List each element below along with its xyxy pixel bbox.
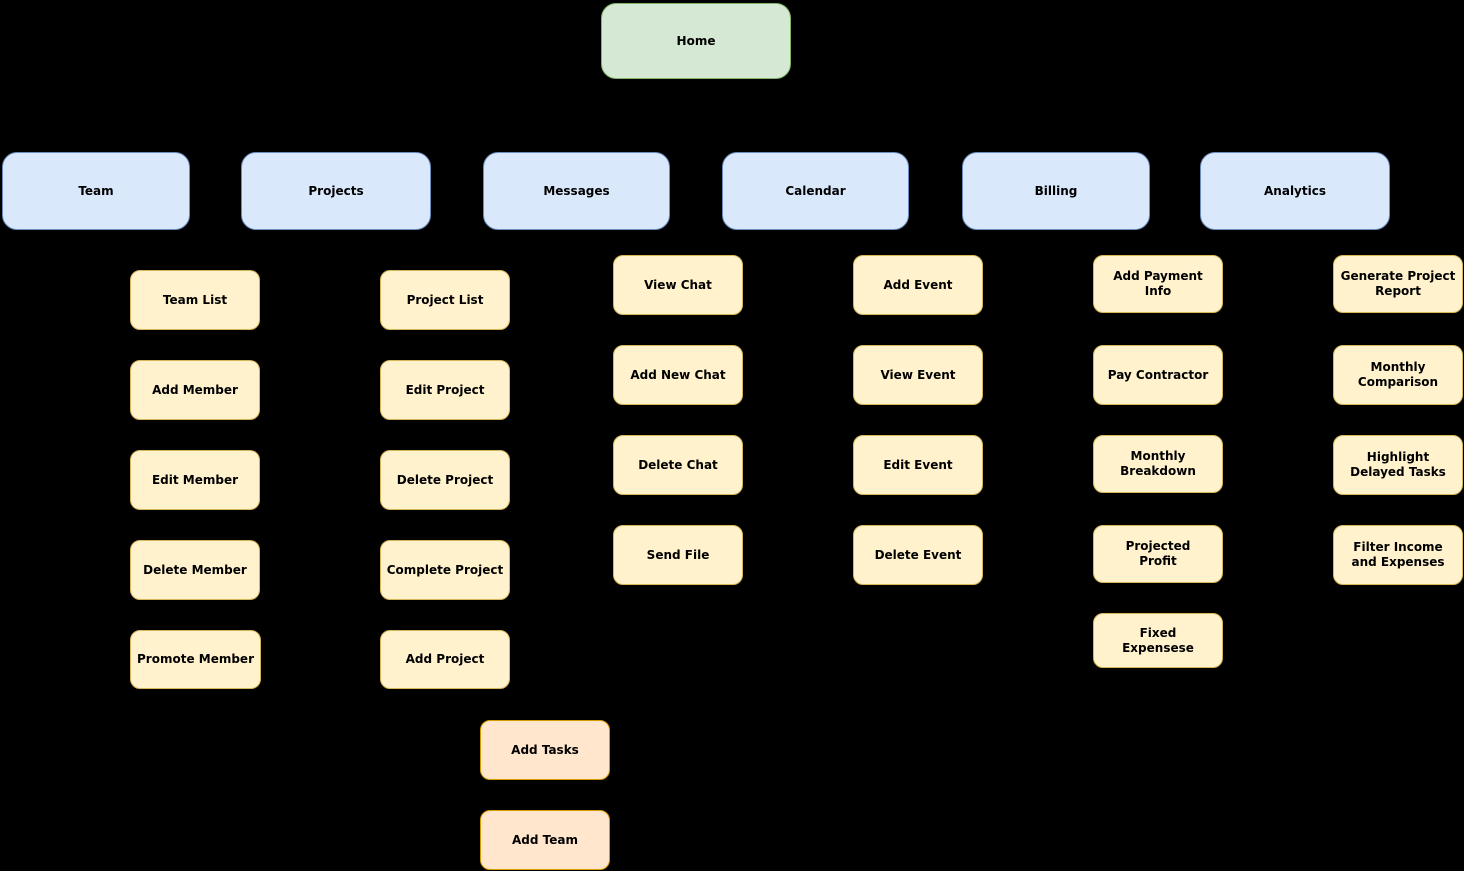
node-add-tasks-label: Add Tasks — [511, 742, 579, 757]
node-view-chat: View Chat — [613, 255, 743, 315]
node-add-event-label: Add Event — [883, 277, 953, 292]
node-fixed-expensese-label: Fixed Expensese — [1122, 625, 1194, 655]
node-projects: Projects — [241, 152, 431, 230]
node-delete-chat-label: Delete Chat — [638, 457, 718, 472]
node-complete-project-label: Complete Project — [386, 562, 504, 577]
node-add-member: Add Member — [130, 360, 260, 420]
node-delete-member: Delete Member — [130, 540, 260, 600]
node-delete-event-label: Delete Event — [874, 547, 962, 562]
node-project-list: Project List — [380, 270, 510, 330]
node-view-chat-label: View Chat — [644, 277, 712, 292]
node-view-event: View Event — [853, 345, 983, 405]
node-monthly-comparison: Monthly Comparison — [1333, 345, 1463, 405]
node-add-member-label: Add Member — [152, 382, 238, 397]
node-edit-project: Edit Project — [380, 360, 510, 420]
node-calendar-label: Calendar — [785, 183, 846, 198]
node-analytics: Analytics — [1200, 152, 1390, 230]
node-projects-label: Projects — [308, 183, 364, 198]
node-add-team-label: Add Team — [512, 832, 578, 847]
node-project-list-label: Project List — [406, 292, 484, 307]
node-projected-profit-label: Projected Profit — [1125, 539, 1191, 568]
node-complete-project: Complete Project — [380, 540, 510, 600]
node-generate-project-report: Generate Project Report — [1333, 255, 1463, 313]
node-add-tasks: Add Tasks — [480, 720, 610, 780]
node-edit-project-label: Edit Project — [405, 382, 485, 397]
node-messages-label: Messages — [543, 183, 610, 198]
node-add-project-label: Add Project — [405, 652, 485, 666]
node-delete-member-label: Delete Member — [143, 562, 247, 577]
node-analytics-label: Analytics — [1264, 183, 1326, 198]
node-calendar: Calendar — [722, 152, 909, 230]
node-edit-member: Edit Member — [130, 450, 260, 510]
node-add-event: Add Event — [853, 255, 983, 315]
node-messages: Messages — [483, 152, 670, 230]
node-monthly-breakdown: Monthly Breakdown — [1093, 435, 1223, 493]
node-add-project: Add Project — [380, 630, 510, 689]
node-view-event-label: View Event — [880, 367, 956, 382]
node-team-list-label: Team List — [162, 292, 228, 307]
node-promote-member: Promote Member — [130, 630, 261, 689]
node-highlight-delayed-tasks-label: Highlight Delayed Tasks — [1350, 450, 1446, 479]
node-filter-income-expenses-label: Filter Income and Expenses — [1351, 540, 1445, 569]
node-delete-chat: Delete Chat — [613, 435, 743, 495]
node-filter-income-expenses: Filter Income and Expenses — [1333, 525, 1463, 585]
node-add-payment-info: Add Payment Info — [1093, 255, 1223, 313]
node-home: Home — [601, 3, 791, 79]
node-add-team: Add Team — [480, 810, 610, 870]
node-highlight-delayed-tasks: Highlight Delayed Tasks — [1333, 435, 1463, 495]
node-team: Team — [2, 152, 190, 230]
node-pay-contractor-label: Pay Contractor — [1107, 367, 1209, 382]
node-delete-project-label: Delete Project — [396, 472, 494, 487]
node-generate-project-report-label: Generate Project Report — [1340, 269, 1456, 298]
node-send-file-label: Send File — [646, 547, 710, 562]
node-add-new-chat-label: Add New Chat — [630, 367, 726, 382]
node-delete-event: Delete Event — [853, 525, 983, 585]
node-send-file: Send File — [613, 525, 743, 585]
node-billing: Billing — [962, 152, 1150, 230]
node-delete-project: Delete Project — [380, 450, 510, 510]
node-projected-profit: Projected Profit — [1093, 525, 1223, 583]
node-edit-member-label: Edit Member — [151, 472, 239, 487]
node-edit-event-label: Edit Event — [883, 457, 953, 472]
node-team-label: Team — [78, 183, 114, 198]
node-add-new-chat: Add New Chat — [613, 345, 743, 405]
node-promote-member-label: Promote Member — [137, 652, 254, 666]
node-team-list: Team List — [130, 270, 260, 330]
node-fixed-expensese: Fixed Expensese — [1093, 613, 1223, 668]
node-add-payment-info-label: Add Payment Info — [1113, 269, 1203, 298]
node-pay-contractor: Pay Contractor — [1093, 345, 1223, 405]
node-edit-event: Edit Event — [853, 435, 983, 495]
node-monthly-comparison-label: Monthly Comparison — [1357, 360, 1439, 389]
node-billing-label: Billing — [1034, 183, 1078, 198]
node-home-label: Home — [676, 33, 716, 48]
node-monthly-breakdown-label: Monthly Breakdown — [1120, 449, 1196, 478]
